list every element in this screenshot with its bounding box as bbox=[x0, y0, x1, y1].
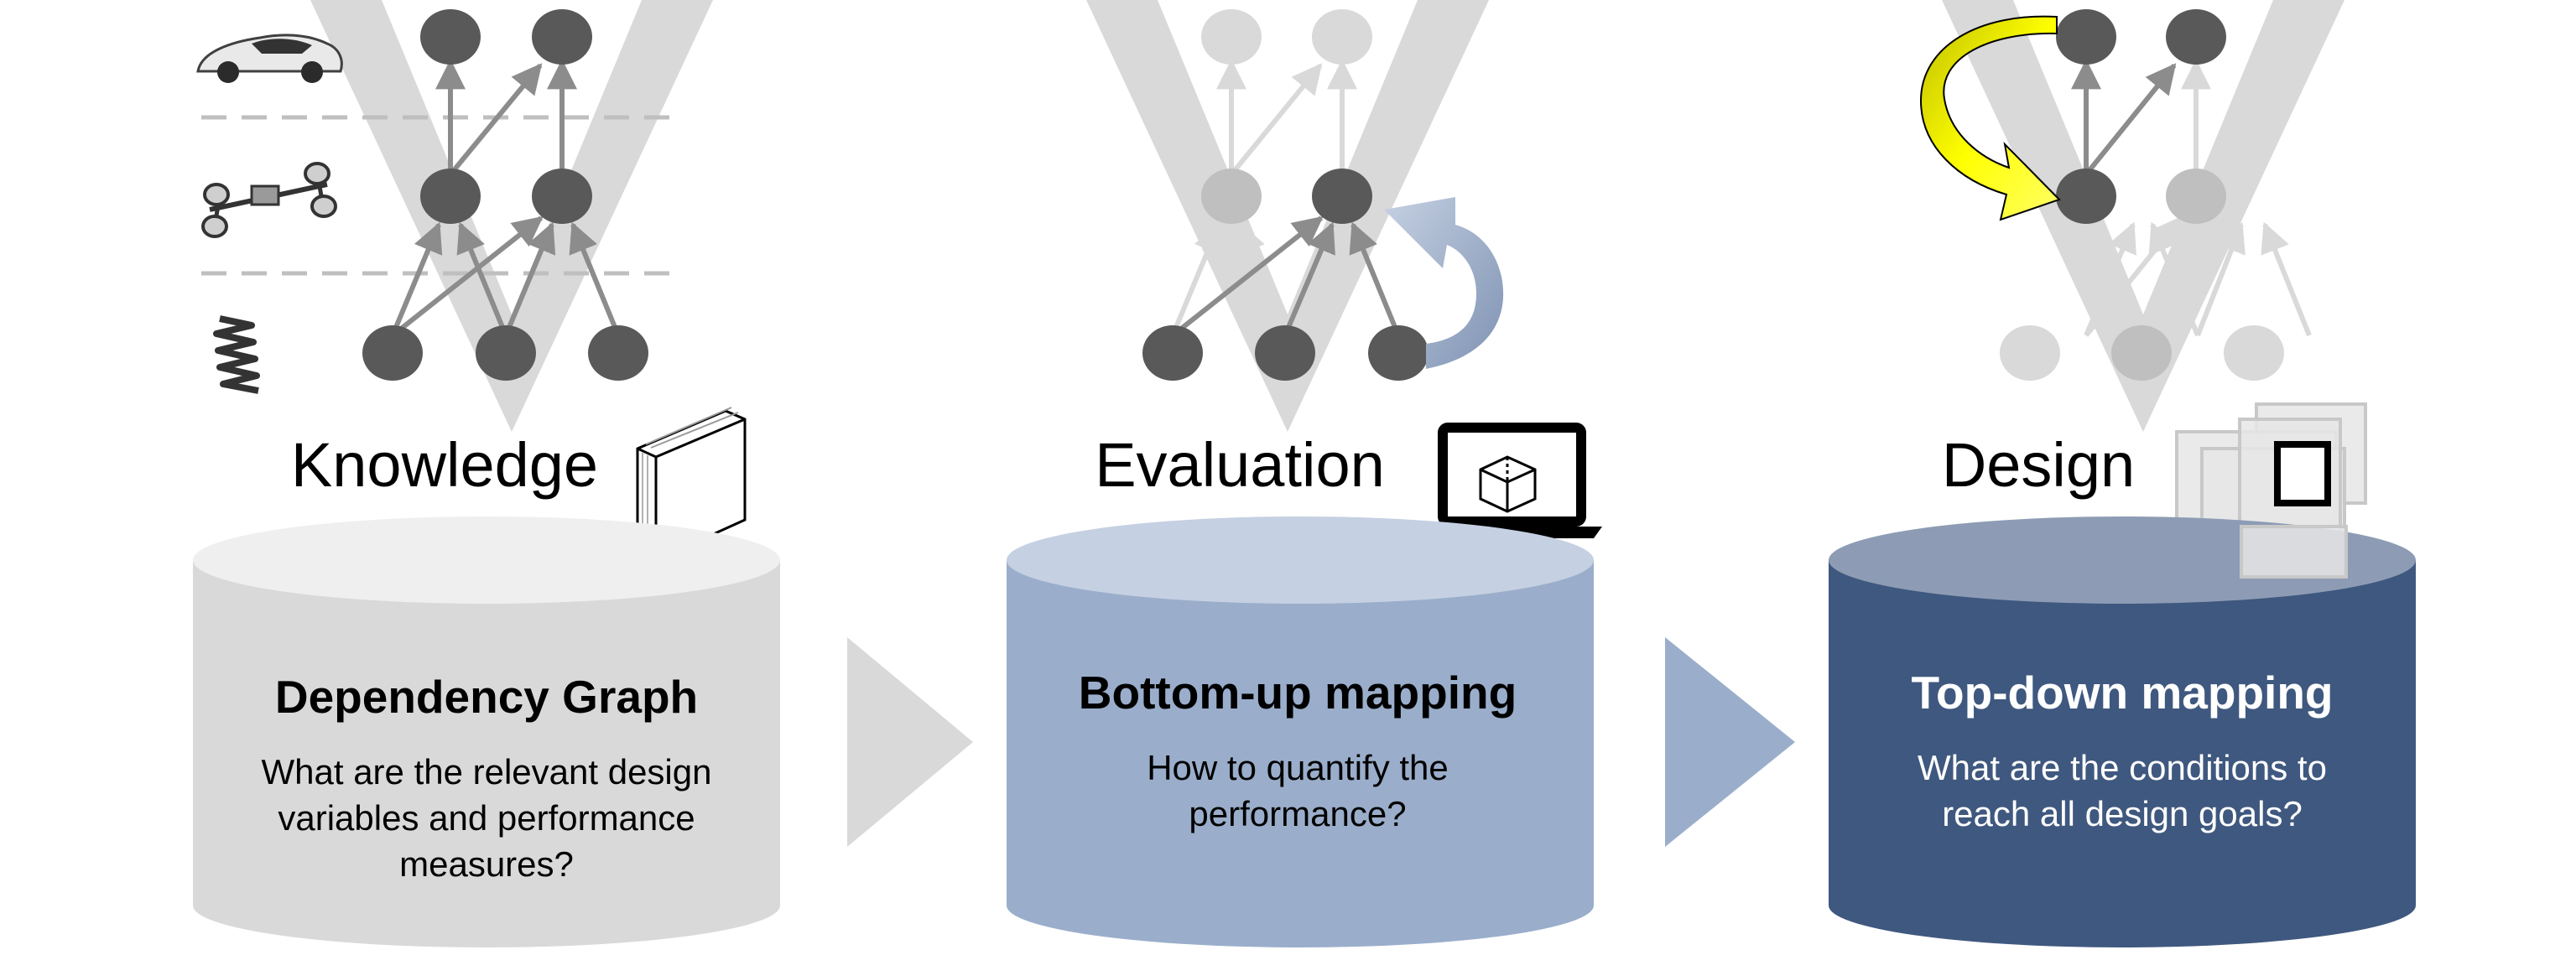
graph-node bbox=[2166, 9, 2226, 65]
panel-evaluation: Evaluation Bottom-up mapping How to quan… bbox=[1007, 0, 1602, 947]
graph-edge bbox=[448, 63, 543, 176]
flow-arrow bbox=[847, 637, 973, 847]
graph-node bbox=[1312, 9, 1372, 65]
graph-node bbox=[1368, 325, 1429, 381]
v-shape bbox=[310, 0, 713, 432]
graph-node bbox=[1201, 169, 1262, 224]
graph-node bbox=[2111, 325, 2172, 381]
graph-node bbox=[588, 325, 648, 381]
cylinder-question-line: What are the conditions to bbox=[1918, 748, 2327, 787]
cylinder-title: Bottom-up mapping bbox=[1079, 667, 1517, 719]
cylinder-design: Top-down mapping What are the conditions… bbox=[1829, 516, 2416, 947]
graph-edge bbox=[2084, 63, 2177, 176]
graph-edge bbox=[391, 215, 544, 338]
loop-arrow bbox=[1384, 197, 1504, 369]
graph-node bbox=[2000, 325, 2060, 381]
graph-edge bbox=[503, 221, 556, 337]
graph-edge bbox=[2261, 221, 2312, 337]
graph-edge bbox=[456, 221, 508, 337]
graph-edge bbox=[1170, 221, 1223, 337]
graph-node bbox=[532, 169, 592, 224]
graph-edge bbox=[1349, 221, 1401, 337]
graph-edge bbox=[1171, 215, 1324, 338]
cylinder-question-line: reach all design goals? bbox=[1942, 794, 2303, 833]
graph-edge bbox=[2195, 221, 2246, 337]
book-icon bbox=[636, 407, 747, 562]
cylinder-question-line: variables and performance bbox=[278, 798, 695, 838]
cylinder-question-line: measures? bbox=[399, 844, 574, 884]
panel-heading: Design bbox=[1942, 430, 2135, 500]
chassis-icon bbox=[201, 162, 337, 238]
cylinder-question-line: How to quantify the bbox=[1147, 748, 1449, 787]
top-down-arrow bbox=[1919, 15, 2061, 221]
cylinder-title: Top-down mapping bbox=[1911, 667, 2333, 719]
graph-edge bbox=[2148, 221, 2200, 337]
graph-node bbox=[2056, 169, 2116, 224]
graph-edge bbox=[1236, 221, 1288, 337]
spring-icon bbox=[213, 315, 260, 394]
graph-node bbox=[1312, 169, 1372, 224]
graph-node bbox=[2166, 169, 2226, 224]
graph-node bbox=[2056, 9, 2116, 65]
graph-node bbox=[1201, 9, 1262, 65]
laptop-icon bbox=[1422, 423, 1602, 538]
panel-design: Design Top-down mapping What are the con… bbox=[1829, 0, 2416, 947]
graph-node bbox=[476, 325, 536, 381]
graph-edge bbox=[569, 221, 621, 337]
graph-node bbox=[420, 169, 481, 224]
flow-arrow bbox=[1665, 637, 1795, 847]
panel-heading: Evaluation bbox=[1095, 430, 1385, 500]
cylinder-question-line: performance? bbox=[1189, 794, 1406, 833]
graph-node bbox=[420, 9, 481, 65]
cylinder-title: Dependency Graph bbox=[275, 671, 698, 723]
v-shape bbox=[1086, 0, 1489, 432]
v-shape bbox=[1942, 0, 2344, 432]
graph-node bbox=[2224, 325, 2284, 381]
graph-node bbox=[1142, 325, 1203, 381]
car-icon bbox=[196, 34, 343, 83]
graph-edge bbox=[2084, 221, 2136, 337]
cylinder-evaluation: Bottom-up mapping How to quantify the pe… bbox=[1007, 516, 1594, 947]
graph-edge bbox=[1229, 63, 1323, 176]
graph-node bbox=[1255, 325, 1315, 381]
cylinder-knowledge: Dependency Graph What are the relevant d… bbox=[193, 516, 780, 947]
graph-edge bbox=[390, 221, 443, 337]
graph-node bbox=[532, 9, 592, 65]
graph-node bbox=[362, 325, 423, 381]
cylinder-question-line: What are the relevant design bbox=[262, 752, 712, 792]
panel-knowledge: Knowledge Dependency Graph What are the … bbox=[193, 0, 780, 947]
graph-edge bbox=[1283, 221, 1335, 337]
panel-heading: Knowledge bbox=[291, 430, 598, 500]
